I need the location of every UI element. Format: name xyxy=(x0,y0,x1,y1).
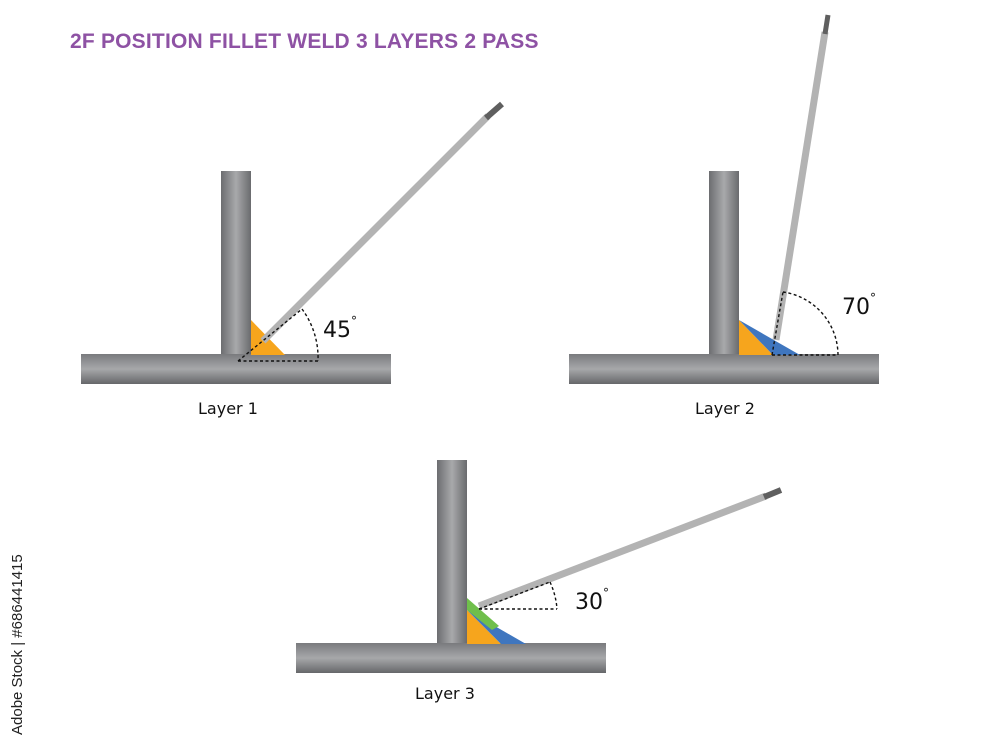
layer-2-diagram: 70° Layer 2 xyxy=(569,14,879,418)
vertical-plate xyxy=(437,460,467,645)
electrode-tip xyxy=(484,101,504,121)
diagram-title: 2F POSITION FILLET WELD 3 LAYERS 2 PASS xyxy=(70,30,539,53)
electrode xyxy=(772,31,829,341)
angle-guide-line xyxy=(478,581,551,610)
base-plate xyxy=(296,643,606,673)
angle-value: 70° xyxy=(842,291,876,320)
layer-label: Layer 3 xyxy=(415,684,475,703)
layer-1-diagram: 45° Layer 1 xyxy=(81,101,504,418)
vertical-plate xyxy=(221,171,251,355)
base-plate xyxy=(569,354,879,384)
electrode-tip xyxy=(762,487,783,500)
weld-bead-layer3 xyxy=(467,598,499,630)
angle-arc xyxy=(782,291,839,356)
electrode xyxy=(260,113,491,344)
angle-arc xyxy=(549,581,558,610)
layer-label: Layer 2 xyxy=(695,399,755,418)
stock-id-watermark: Adobe Stock | #686441415 xyxy=(9,554,26,735)
layer-label: Layer 1 xyxy=(198,399,258,418)
angle-arc xyxy=(301,308,319,362)
electrode-tip xyxy=(822,14,831,35)
weld-bead-layer2 xyxy=(739,320,800,355)
base-plate xyxy=(81,354,391,384)
angle-value: 30° xyxy=(575,586,609,615)
angle-guide-line xyxy=(237,308,303,362)
angle-value: 45° xyxy=(323,314,357,343)
vertical-plate xyxy=(709,171,739,355)
layer-3-diagram: 30° Layer 3 xyxy=(296,460,783,703)
electrode xyxy=(477,492,768,610)
